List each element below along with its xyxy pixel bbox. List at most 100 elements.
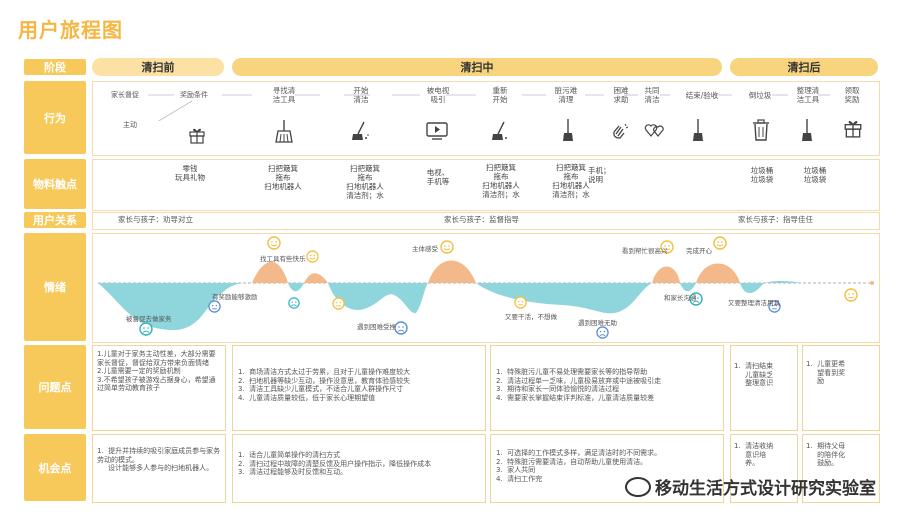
happy-face-icon [267, 236, 281, 250]
broom-icon [275, 120, 293, 143]
touchpoint-restart: 扫把簸箕 拖布 扫地机器人 清洁剂；水 [482, 163, 520, 199]
emotion-negative-area [98, 283, 252, 331]
neutral-face-icon [844, 288, 858, 302]
touchpoint-tidy: 垃圾桶 垃圾袋 [803, 166, 827, 184]
row-label-stage: 阶段 [24, 59, 86, 75]
action-initiative: 主动 [123, 121, 137, 129]
emotion-negative-area [476, 283, 652, 314]
panel-problem-5 [802, 345, 880, 431]
opportunity-text: 1. 清洁收纳 意识培 养。 [734, 442, 774, 468]
panel-opp-3 [490, 434, 724, 503]
emotion-positive-area [696, 263, 740, 283]
emotion-label: 遇到困难无助 [578, 319, 617, 327]
panel-opp-2 [232, 434, 486, 503]
mop-icon [802, 119, 812, 141]
emotion-negative-area [740, 281, 802, 294]
sweeping-icon [492, 121, 507, 140]
action-parent-urge: 家长督促 [111, 91, 139, 99]
happy-face-icon [660, 240, 674, 254]
touchpoint-trash: 垃圾桶 垃圾袋 [750, 166, 774, 184]
row-label-problem: 问题点 [24, 345, 86, 429]
stage-after: 清扫后 [730, 58, 878, 76]
happy-face-icon [306, 250, 319, 263]
emotion-label: 主体感受 [412, 245, 438, 253]
panel-opp-5 [802, 434, 880, 503]
happy-face-icon [440, 240, 454, 254]
action-step-hard-dirt: 脏污难 清理 [554, 86, 578, 104]
emotion-label: 又要干活，不想做 [505, 313, 557, 321]
trash-icon [753, 119, 769, 141]
problem-text: 1.儿童对于家务主动性差，大部分需要家长督促，督促给双方带来负面情绪 2.儿童需… [97, 350, 216, 393]
action-reward-condition: 奖励条件 [180, 91, 208, 99]
touchpoint-find-tool: 扫把簸箕 拖布 扫地机器人 [264, 164, 302, 191]
touchpoint-before: 零钱 玩具礼物 [175, 164, 205, 182]
row-label-emotion: 情绪 [24, 233, 86, 341]
emotion-label: 有奖励能够激励 [212, 293, 258, 301]
relation-during: 家长与孩子：监督指导 [444, 215, 519, 224]
action-step-tidy-tool: 整理清 洁工具 [796, 86, 820, 104]
stage-before: 清扫前 [92, 58, 224, 76]
panel-action [92, 81, 880, 156]
watermark-text: 移动生活方式设计研究实验室 [655, 479, 876, 499]
action-step-start-clean: 开始 清洁 [353, 86, 369, 104]
emotion-curve [98, 260, 874, 331]
problem-text: 1. 商场清洁方式太过于劳累，且对于儿童操作难度较大 2. 扫地机器等缺少互动，… [238, 368, 411, 402]
panel-opp-1 [92, 434, 226, 503]
sad-face-icon [139, 322, 153, 336]
emotion-negative-area [288, 283, 304, 292]
sad-face-icon [689, 292, 703, 306]
row-label-relation: 用户关系 [24, 212, 86, 228]
gift-icon [844, 121, 862, 138]
panel-problem-2 [232, 345, 486, 431]
tv-icon [426, 122, 448, 140]
opportunity-text: 1. 期待父母 的陪伴化 鼓励。 [806, 442, 846, 468]
opportunity-text: 1. 适合儿童简单操作的清扫方式 2. 清扫过程中故障的清楚反馈及用户操作指示，… [238, 451, 432, 477]
sweeping-icon [352, 121, 369, 140]
problem-text: 1. 儿童更希 望看到奖 励 [806, 360, 846, 386]
emotion-label: 看到帮忙很高兴 [622, 247, 668, 255]
page-title: 用户旅程图 [18, 18, 123, 42]
emotion-positive-area [252, 261, 288, 283]
panel-relation [92, 212, 880, 230]
action-flow-arrows [148, 94, 830, 121]
emotion-label: 被督促去做家务 [126, 315, 172, 323]
emotion-label: 和家长沟通 [664, 294, 697, 302]
happy-face-icon [713, 236, 727, 250]
emotion-positive-area [304, 273, 328, 283]
relation-before: 家长与孩子：劝导对立 [118, 215, 193, 224]
touchpoint-tv: 电视、 手机等 [426, 168, 450, 186]
panel-problem-1 [92, 345, 226, 431]
touchpoint-hard-dirt: 扫把簸箕 拖布 扫地机器人 清洁剂；水 [552, 163, 590, 199]
mop-icon [563, 119, 573, 141]
stage-during: 清扫中 [232, 58, 722, 76]
sad-face-icon [596, 326, 609, 339]
action-step-restart: 重新 开始 [492, 86, 508, 104]
watermark: 移动生活方式设计研究实验室 [625, 474, 876, 499]
sad-face-icon [394, 321, 408, 335]
row-label-opportunity: 机会点 [24, 434, 86, 501]
panel-problem-4 [730, 345, 798, 431]
emotion-label: 遇到困难受挫 [357, 323, 396, 331]
action-step-get-reward: 领取 奖励 [844, 86, 860, 104]
panel-opp-4 [730, 434, 798, 503]
emotion-label: 完成开心 [686, 247, 712, 255]
row-label-touchpoint: 物料触点 [24, 159, 86, 209]
action-step-finish: 结束/验收 [685, 91, 719, 100]
emotion-positive-area [428, 260, 476, 283]
emotion-label: 又要整理清洁用具 [728, 299, 780, 307]
hearts-icon [644, 124, 664, 137]
mop-icon [693, 119, 703, 141]
action-step-co-clean: 共同 清洁 [644, 86, 660, 104]
touchpoint-help: 手机； 说明 [588, 166, 611, 184]
action-step-find-tool: 寻找清 洁工具 [272, 86, 296, 104]
clap-hands-icon [613, 123, 629, 139]
emotion-negative-area [328, 283, 428, 314]
emotion-negative-area [680, 283, 696, 292]
neutral-face-icon [514, 296, 527, 309]
panel-problem-3 [490, 345, 724, 431]
panel-touchpoint [92, 159, 880, 211]
sad-face-icon [208, 300, 221, 313]
row-label-action: 行为 [24, 81, 86, 154]
action-step-tv-distract: 被电视 吸引 [426, 86, 450, 104]
touchpoint-start-clean: 扫把簸箕 拖布 扫地机器人 清洁剂；水 [346, 164, 384, 200]
